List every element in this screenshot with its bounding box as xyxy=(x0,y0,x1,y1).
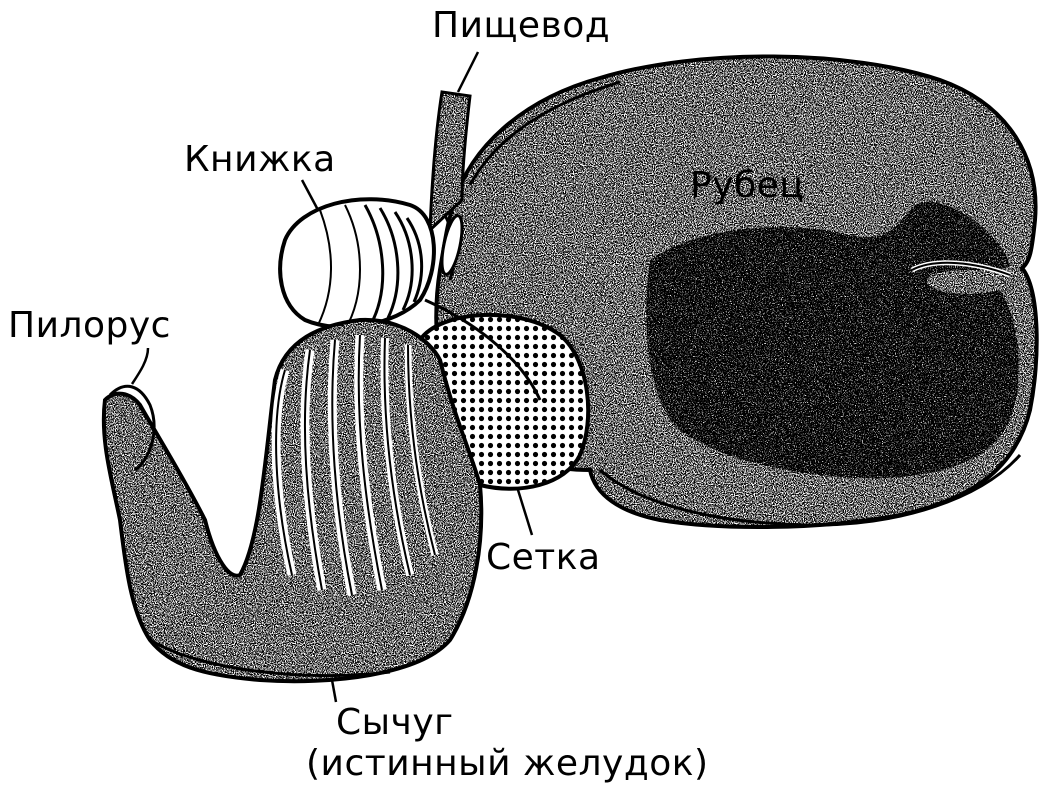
label-abomasum: Сычуг xyxy=(336,703,454,743)
label-esophagus: Пищевод xyxy=(432,6,610,46)
label-rumen: Рубец xyxy=(690,166,804,206)
label-omasum: Книжка xyxy=(184,140,336,180)
leader-esophagus xyxy=(458,52,478,92)
label-pylorus: Пилорус xyxy=(8,306,171,346)
abomasum-shape xyxy=(104,320,481,681)
label-abomasum-note: (истинный желудок) xyxy=(306,744,709,784)
omasum-shape xyxy=(280,199,434,330)
leader-pylorus xyxy=(132,348,148,384)
leader-abomasum xyxy=(332,680,336,702)
leader-reticulum xyxy=(518,490,532,535)
label-reticulum: Сетка xyxy=(486,538,601,578)
leader-omasum xyxy=(302,180,318,210)
